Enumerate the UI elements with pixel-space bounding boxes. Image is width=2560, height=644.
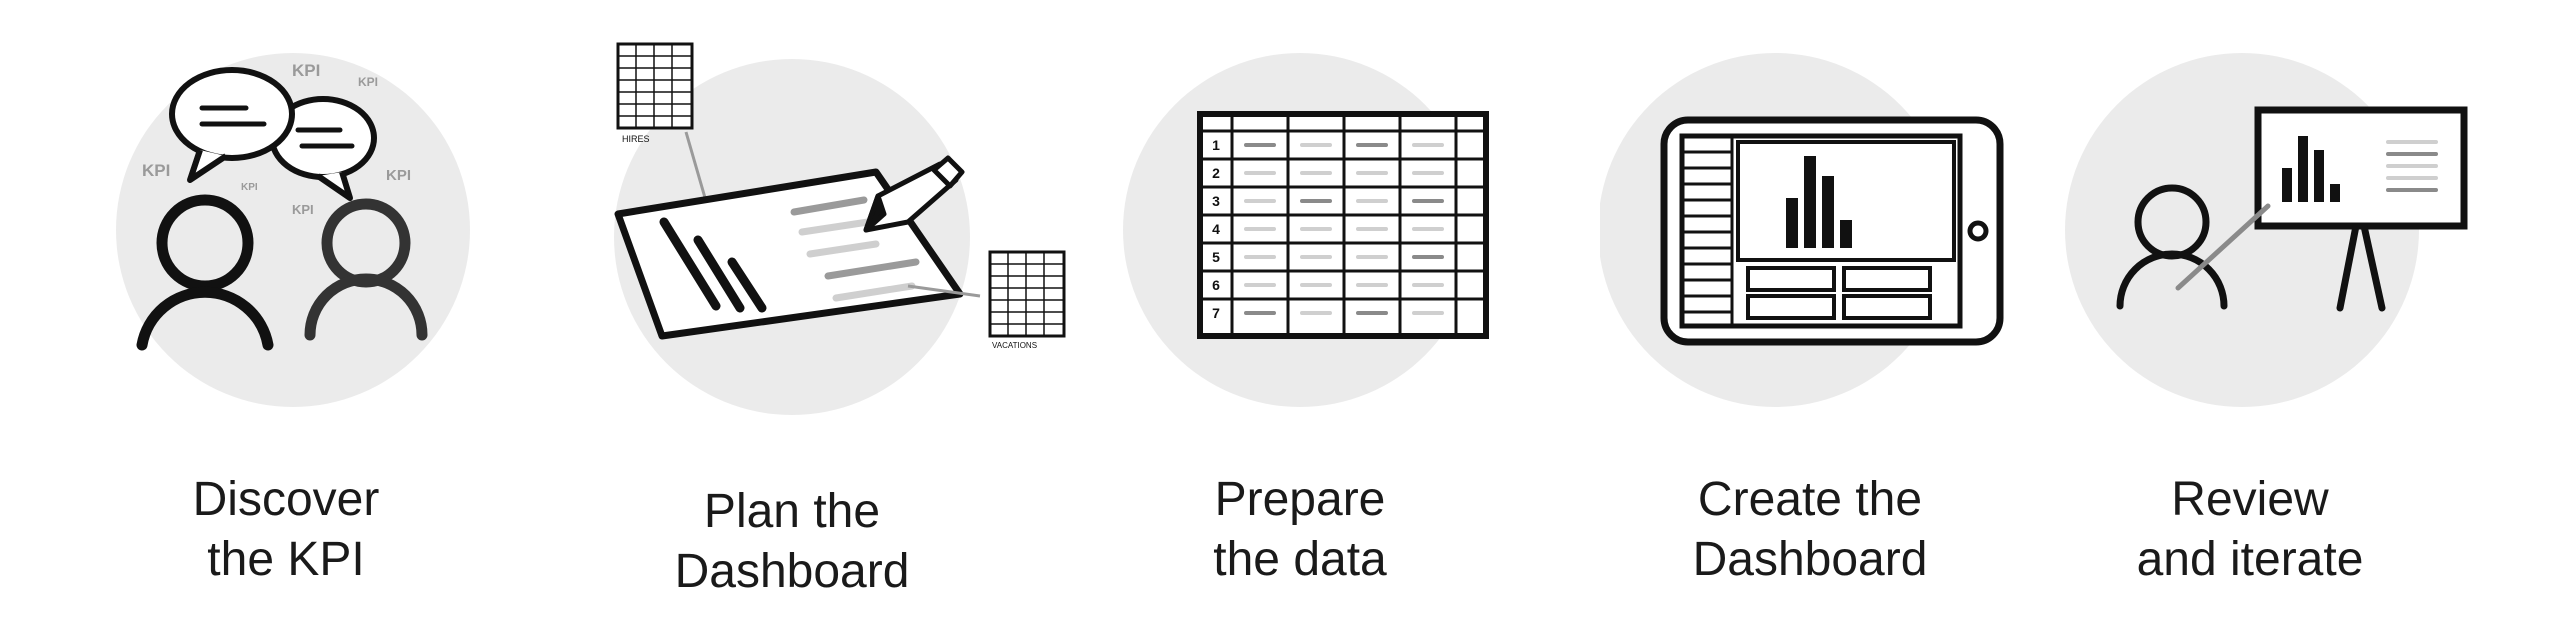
- step-label: Prepare the data: [1120, 470, 1480, 590]
- step-label-line1: Discover: [192, 473, 380, 526]
- step-label-line1: Create the: [1697, 473, 1923, 526]
- row-number: 5: [1212, 249, 1220, 265]
- row-number: 7: [1212, 305, 1220, 321]
- kpi-tag: KPI: [241, 182, 258, 193]
- bar-chart-icon: [2282, 136, 2340, 202]
- person-icon: [136, 194, 274, 351]
- vacations-table-icon: [988, 250, 1066, 338]
- speech-bubble-icon: [169, 67, 295, 183]
- person-icon: [304, 198, 428, 341]
- step-label-line1: Prepare: [1214, 473, 1386, 526]
- step-review-iterate: Review and iterate: [2060, 0, 2560, 644]
- vacations-tag: VACATIONS: [992, 341, 1037, 350]
- dashboard-sidebar: [1682, 136, 1734, 326]
- step-label: Discover the KPI: [80, 470, 492, 590]
- step-label-line2: and iterate: [2136, 533, 2364, 586]
- planning-sketch-icon: HIRES: [614, 42, 1066, 415]
- step-label: Plan the Dashboard: [512, 482, 1072, 602]
- board-text-lines: [2386, 140, 2438, 192]
- step-label-line1: Review: [2171, 473, 2329, 526]
- tablet-home-button: [1967, 220, 1989, 242]
- sketch-bars: [659, 217, 767, 313]
- step-label: Create the Dashboard: [1600, 470, 2020, 590]
- step-discover-kpi: KPI KPI KPI KPI KPI KPI: [0, 0, 512, 644]
- hires-tag: HIRES: [622, 134, 650, 144]
- people-discussing-kpi-icon: KPI KPI KPI KPI KPI KPI: [116, 53, 470, 407]
- speech-bubble-icon: [269, 96, 377, 201]
- kpi-tag: KPI: [358, 75, 378, 89]
- row-number: 4: [1212, 221, 1220, 237]
- cell-values: [1244, 143, 1444, 315]
- step-label-line2: Dashboard: [1692, 533, 1928, 586]
- dashboard-tiles: [1746, 266, 1932, 320]
- kpi-tag: KPI: [292, 61, 320, 80]
- row-number: 6: [1212, 277, 1220, 293]
- data-table-icon: 1 2 3 4 5 6 7: [1123, 53, 1489, 407]
- step-label-line2: Dashboard: [674, 545, 910, 598]
- connector-line: [907, 284, 981, 298]
- kpi-tag: KPI: [142, 161, 170, 180]
- kpi-tag: KPI: [386, 167, 411, 184]
- hires-table-icon: [616, 42, 694, 130]
- row-number: 3: [1212, 193, 1220, 209]
- step-prepare-data: 1 2 3 4 5 6 7 Prepare the data: [1120, 0, 1520, 644]
- table-grid: [1200, 114, 1486, 336]
- pointer-stick: [2175, 203, 2271, 291]
- sketch-text-lines: [790, 196, 920, 302]
- easel-legs: [2336, 222, 2386, 312]
- bar-chart-icon: [1786, 156, 1852, 248]
- row-number: 1: [1212, 137, 1220, 153]
- row-number: 2: [1212, 165, 1220, 181]
- step-label-line2: the data: [1213, 533, 1387, 586]
- tablet-dashboard-icon: [1600, 53, 2004, 407]
- step-label-line1: Plan the: [703, 485, 881, 538]
- step-label-line2: the KPI: [207, 533, 365, 586]
- step-create-dashboard: Create the Dashboard: [1600, 0, 2040, 644]
- kpi-tag: KPI: [292, 202, 314, 217]
- presenter-whiteboard-icon: [2065, 53, 2468, 407]
- step-label: Review and iterate: [2060, 470, 2440, 590]
- person-icon: [2116, 184, 2228, 310]
- step-plan-dashboard: HIRES: [512, 0, 1072, 644]
- pencil-icon: [863, 155, 965, 233]
